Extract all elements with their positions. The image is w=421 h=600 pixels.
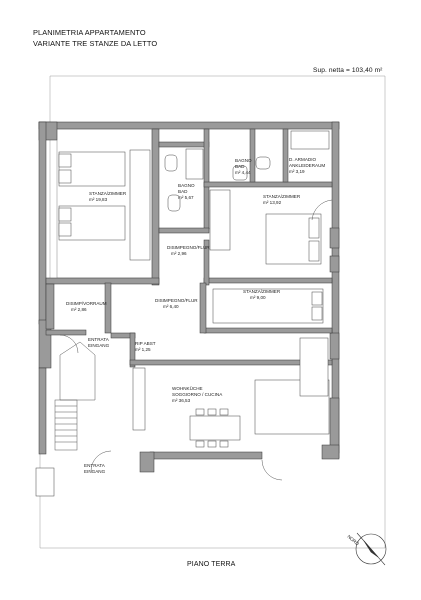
bagno2-area: m² 4,44 [235, 170, 251, 175]
floor-label: PIANO TERRA [187, 561, 236, 568]
armadio-name: D. ARMADIO [289, 157, 316, 162]
stanza2-area: m² 13,92 [263, 200, 282, 205]
doors [59, 199, 333, 481]
entrata1-name2: EINGANG [88, 343, 110, 348]
disimpegno2-area: m² 2,86 [71, 307, 87, 312]
room-floors [56, 128, 333, 279]
table [189, 415, 241, 441]
site-boundary [39, 75, 386, 549]
soggiorno-name2: SOGGIORNO / CUCINA [172, 392, 223, 397]
stanza1-area: m² 19,83 [89, 197, 108, 202]
walls [38, 121, 340, 473]
bagno1-name2: BAD [178, 189, 188, 194]
soggiorno-name: WOHNKÜCHE [172, 385, 203, 391]
toilet-1 [164, 154, 178, 172]
bagno1-area: m² 5,67 [178, 195, 194, 200]
north-label: NORD [346, 534, 360, 547]
kitchen-counter [132, 367, 146, 431]
plan-subtitle: VARIANTE TRE STANZE DA LETTO [33, 39, 158, 48]
stanza3-area: m² 9,00 [250, 295, 266, 300]
stairs [54, 341, 96, 451]
stanza3-name: STANZA/ZIMMER [243, 289, 281, 294]
disimpegno3-area: m² 6,40 [163, 304, 179, 309]
toilet-2 [167, 194, 181, 212]
disimpegno2-name: DISIMP/VORRAUM [66, 301, 107, 306]
sofa [299, 337, 329, 397]
armadio-area: m² 3,19 [289, 169, 305, 174]
ripabst-name: RIP ABST [135, 341, 156, 346]
bagno2-name: BAGNO [235, 158, 252, 163]
armadio-name2: ANKLEIDERAUM [289, 163, 325, 168]
furniture [35, 130, 330, 497]
disimpegno1-name: DISIMPEGNO/FLUR [167, 245, 210, 250]
ripabst-area: m² 1,25 [135, 347, 151, 352]
shower-1 [185, 148, 204, 180]
stanza2-name: STANZA/ZIMMER [263, 194, 301, 199]
bench [35, 467, 55, 497]
soggiorno-area: m² 36,53 [172, 398, 191, 403]
bagno2-name2: BAD [235, 164, 245, 169]
toilet-3 [255, 156, 271, 170]
entrata2-name2: EINGANG [84, 469, 106, 474]
wardrobe-1 [129, 149, 151, 261]
bed-4 [212, 288, 324, 324]
bagno1-name: BAGNO [178, 183, 195, 188]
sink-3 [232, 165, 248, 181]
plan-title: PLANIMETRIA APPARTAMENTO [33, 28, 146, 37]
entrata2-name: ENTRATA [84, 463, 106, 468]
disimpegno1-area: m² 2,96 [171, 251, 187, 256]
shelves [290, 130, 330, 150]
north-arrow [355, 532, 387, 566]
stanza1-name: STANZA/ZIMMER [89, 191, 127, 196]
room-labels: STANZA/ZIMMER m² 19,83 BAGNO BAD m² 5,67… [66, 157, 325, 474]
wardrobe-2 [209, 189, 231, 251]
entrata1-name: ENTRATA [88, 337, 110, 342]
disimpegno3-name: DISIMPEGNO/FLUR [155, 298, 198, 303]
net-area: Sup. netta = 103,40 m² [313, 67, 383, 74]
